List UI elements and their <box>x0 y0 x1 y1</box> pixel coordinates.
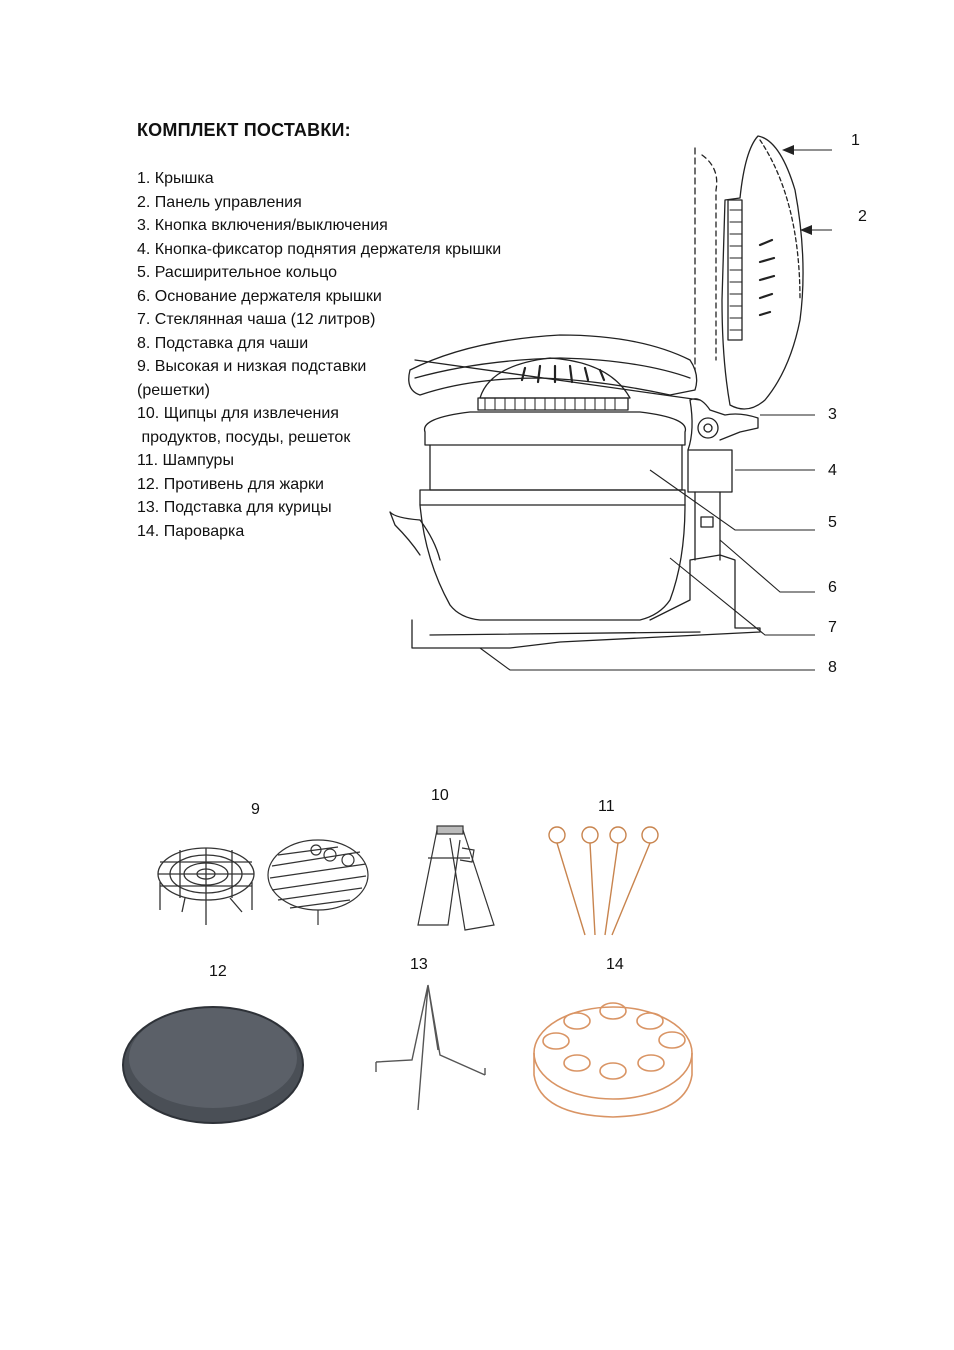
lid-holder-latch <box>687 449 733 493</box>
parts-list-item: 7. Стеклянная чаша (12 литров) <box>137 311 376 328</box>
baking-pan-illustration <box>122 1006 304 1124</box>
callout-8: 8 <box>828 659 837 676</box>
steamer-illustration <box>533 1002 693 1118</box>
parts-list: 1. Крышка 2. Панель управления 3. Кнопка… <box>137 167 557 543</box>
expansion-ring <box>423 411 687 446</box>
callout-7: 7 <box>828 619 837 636</box>
skewers-illustration <box>548 826 659 936</box>
low-rack-illustration <box>267 839 369 925</box>
callout-3: 3 <box>828 406 837 423</box>
accessory-label-12: 12 <box>209 963 227 980</box>
chicken-stand-illustration <box>375 984 486 1111</box>
parts-list-item: 3. Кнопка включения/выключения <box>137 217 388 234</box>
raised-lid <box>721 135 804 410</box>
accessory-label-10: 10 <box>431 787 449 804</box>
accessory-label-14: 14 <box>606 956 624 973</box>
callout-6: 6 <box>828 579 837 596</box>
parts-list-item: продуктов, посуды, решеток <box>137 428 351 446</box>
parts-list-item: 9. Высокая и низкая подставки <box>137 358 367 375</box>
parts-list-item: 1. Крышка <box>137 170 214 187</box>
tongs-illustration <box>417 825 495 931</box>
glass-bowl <box>419 489 686 621</box>
closed-lid <box>408 334 698 396</box>
callout-2: 2 <box>858 208 867 225</box>
parts-list-item: 4. Кнопка-фиксатор поднятия держателя кр… <box>137 240 502 258</box>
bowl-handle <box>389 511 421 556</box>
parts-list-item: 14. Пароварка <box>137 522 245 540</box>
page-title: КОМПЛЕКТ ПОСТАВКИ: <box>137 120 351 140</box>
parts-list-item: 5. Расширительное кольцо <box>137 264 337 281</box>
callout-4: 4 <box>828 462 837 479</box>
parts-list-item: 13. Подставка для курицы <box>137 499 332 516</box>
callout-1: 1 <box>851 132 860 149</box>
high-rack-illustration <box>157 847 255 925</box>
parts-list-item: 2. Панель управления <box>137 193 302 211</box>
callout-5: 5 <box>828 514 837 531</box>
bowl-stand <box>411 554 761 649</box>
parts-list-item: 10. Щипцы для извлечения <box>137 405 339 422</box>
parts-list-item: 12. Противень для жарки <box>137 475 324 493</box>
parts-list-item: 8. Подставка для чаши <box>137 334 309 352</box>
parts-list-item: 11. Шампуры <box>137 452 234 469</box>
accessory-label-9: 9 <box>251 801 260 818</box>
accessory-label-13: 13 <box>410 956 428 973</box>
power-button <box>697 417 719 439</box>
parts-list-item: (решетки) <box>137 381 210 399</box>
parts-list-item: 6. Основание держателя крышки <box>137 287 382 305</box>
accessory-label-11: 11 <box>598 798 615 815</box>
